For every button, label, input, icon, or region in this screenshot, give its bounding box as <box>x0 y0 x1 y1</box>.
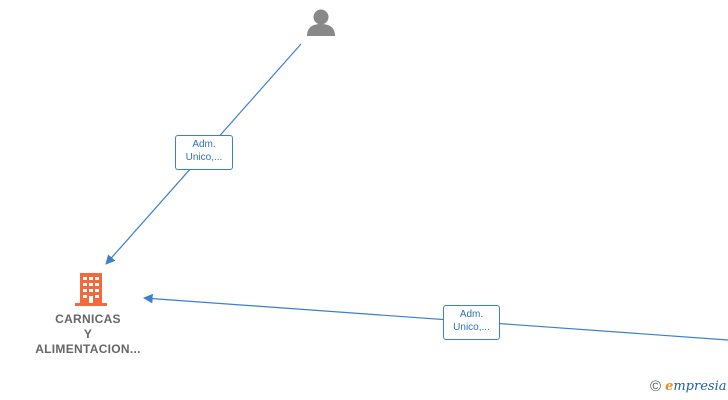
building-icon[interactable] <box>75 273 107 306</box>
edge-label-line: Unico,... <box>185 152 223 163</box>
empresia-logo: ©empresia <box>650 378 726 395</box>
brand-name: mpresia <box>673 379 727 394</box>
edge-label-line: Adm. <box>459 309 484 320</box>
edge-label-line: Unico,... <box>453 322 490 333</box>
company-name-line: Y <box>83 327 93 341</box>
company-name-line: ALIMENTACION... <box>35 342 141 356</box>
brand-initial: e <box>665 379 674 394</box>
copyright-symbol: © <box>650 378 662 395</box>
company-name[interactable]: CARNICAS Y ALIMENTACION... <box>18 312 158 357</box>
edge-label-person-company[interactable]: Adm. Unico,... <box>175 135 233 170</box>
edge-label-line: Adm. <box>192 139 216 150</box>
edge-label-right-company[interactable]: Adm. Unico,... <box>443 305 500 340</box>
person-icon[interactable] <box>307 9 335 37</box>
company-name-line: CARNICAS <box>55 312 121 326</box>
edge-line-right-to-company <box>143 293 728 341</box>
